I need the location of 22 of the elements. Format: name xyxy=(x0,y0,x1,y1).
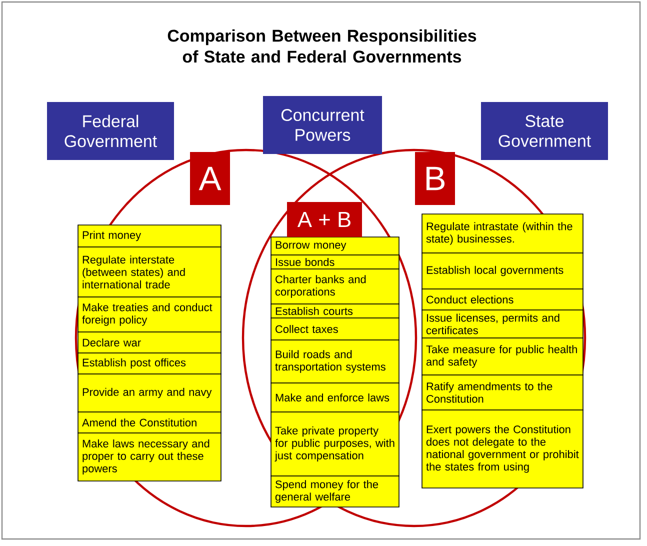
heading-box: State Government xyxy=(481,102,608,160)
power-cell: Print money xyxy=(78,224,222,248)
power-cell: Build roads and transportation systems xyxy=(270,340,400,384)
set-label: A + B xyxy=(287,202,362,237)
power-cell: Spend money for the general welfare xyxy=(270,476,400,508)
power-cell: Provide an army and navy xyxy=(78,374,222,412)
power-cell: Borrow money xyxy=(270,236,400,256)
heading-box: Federal Government xyxy=(47,102,174,160)
title: Comparison Between Responsibilities of State and Federal Governments xyxy=(168,29,476,63)
power-cell: Amend the Constitution xyxy=(78,412,222,434)
heading-box: Concurrent Powers xyxy=(263,96,382,154)
set-label: A xyxy=(190,152,230,205)
power-cell: Make treaties and conduct foreign policy xyxy=(78,296,222,332)
power-cell: Collect taxes xyxy=(270,318,400,340)
power-cell: Issue bonds xyxy=(270,254,400,270)
power-cell: Regulate intrastate (within the state) businesses. xyxy=(422,214,584,254)
power-cell: Establish post offices xyxy=(78,352,222,374)
set-label: B xyxy=(415,152,455,205)
power-cell: Establish courts xyxy=(270,304,400,318)
power-cell: Make and enforce laws xyxy=(270,382,400,412)
power-cell: Declare war xyxy=(78,332,222,354)
power-cell: Establish local governments xyxy=(422,252,584,290)
